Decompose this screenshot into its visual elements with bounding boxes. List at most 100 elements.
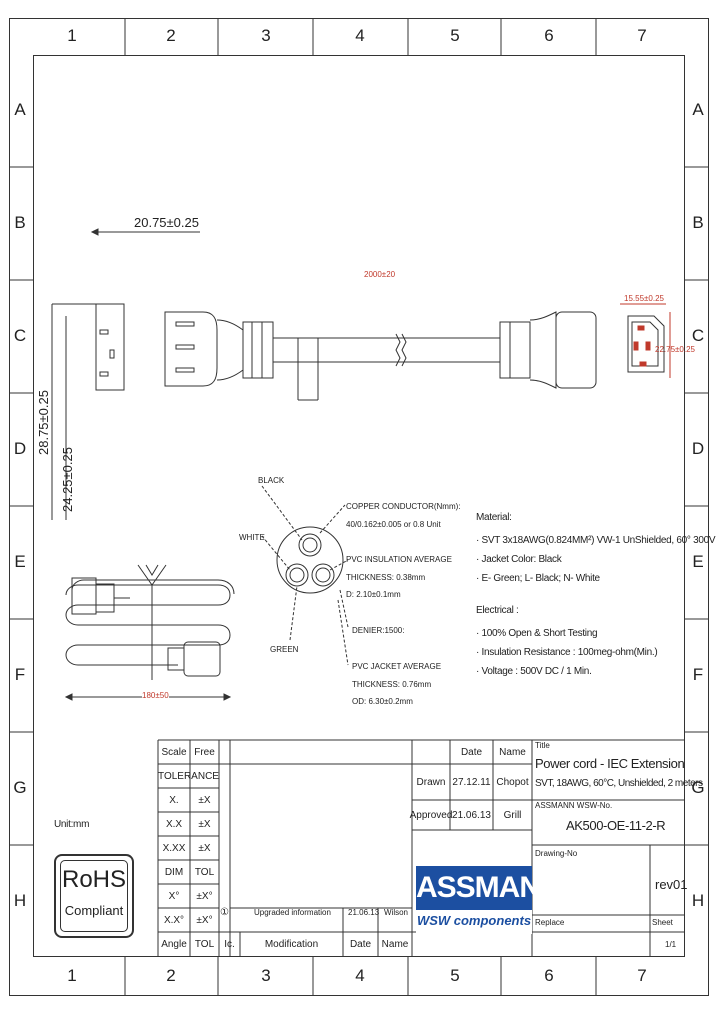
label-white: WHITE: [239, 533, 265, 542]
row-label-a: A: [14, 100, 26, 119]
revision-date: 21.06.13: [348, 908, 380, 917]
insulation-line-3: D: 2.10±0.1mm: [346, 590, 401, 599]
col-label-2: 2: [166, 26, 176, 45]
unit-label: Unit:mm: [54, 819, 90, 830]
tol-key-1: X.: [169, 794, 179, 806]
insulation-line-1: PVC INSULATION AVERAGE: [346, 555, 452, 564]
dim-coil-length: 180±50: [142, 691, 169, 700]
electrical-line-1: · 100% Open & Short Testing: [476, 628, 598, 639]
row-label-f-right: F: [692, 665, 704, 684]
tol-val-6: ±X°: [196, 914, 213, 926]
sheet-label: Sheet: [652, 918, 673, 927]
title-label: Title: [535, 741, 550, 750]
col-label-1: 1: [67, 26, 77, 45]
label-black: BLACK: [258, 476, 285, 485]
label-green: GREEN: [270, 645, 299, 654]
material-title: Material:: [476, 512, 512, 523]
revision-label: rev01: [655, 877, 688, 892]
col-label-4-bottom: 4: [355, 966, 365, 985]
col-date-header: Date: [349, 939, 372, 950]
approved-label: Approved: [409, 809, 453, 821]
dim-socket-width: 15.55±0.25: [624, 294, 664, 303]
rohs-text: RoHS: [62, 866, 127, 893]
rohs-badge: RoHS Compliant: [54, 854, 134, 938]
col-modification-header: Modification: [264, 939, 319, 950]
tol-key-4: DIM: [164, 866, 184, 878]
row-label-g-right: G: [691, 778, 705, 797]
part-number-label: ASSMANN WSW-No.: [535, 801, 613, 810]
col-label-3: 3: [261, 26, 271, 45]
part-number: AK500-OE-11-2-R: [566, 818, 666, 833]
jacket-line-1: PVC JACKET AVERAGE: [352, 662, 442, 671]
tol-key-3: X.XX: [162, 842, 186, 854]
row-label-c: C: [13, 326, 27, 345]
row-label-a-right: A: [692, 100, 704, 119]
approved-name: Grill: [503, 809, 522, 821]
row-label-g: G: [13, 778, 27, 797]
name-header: Name: [499, 746, 526, 758]
col-label-5: 5: [450, 26, 460, 45]
dim-socket-height: 22.75±0.25: [655, 345, 695, 354]
drawing-number-label: Drawing-No: [535, 849, 578, 858]
outer-frame: [9, 18, 709, 996]
drawn-label: Drawn: [416, 776, 446, 788]
sheet-number: 1/1: [665, 940, 677, 949]
row-label-d: D: [13, 439, 27, 458]
material-line-3: · E- Green; L- Black; N- White: [476, 573, 600, 584]
col-index-header: Ic.: [224, 939, 235, 950]
electrical-line-3: · Voltage : 500V DC / 1 Min.: [476, 666, 592, 677]
jacket-line-3: OD: 6.30±0.2mm: [352, 697, 413, 706]
inner-frame: [33, 55, 685, 957]
tol-key-2: X.X: [165, 818, 183, 830]
row-label-d-right: D: [691, 439, 705, 458]
col-label-7-bottom: 7: [637, 966, 647, 985]
conductor-line-2: 40/0.162±0.005 or 0.8 Unit: [346, 520, 441, 529]
denier-text: DENIER:1500:: [352, 626, 405, 635]
replace-label: Replace: [535, 918, 565, 927]
rohs-compliant-text: Compliant: [64, 903, 124, 918]
drawn-name: Chopot: [496, 776, 529, 788]
scale-label: Scale: [161, 746, 187, 758]
logo-brand: ASSMANN: [416, 866, 562, 910]
tol-val-1: ±X: [198, 794, 211, 806]
tol-val-7: TOL: [194, 939, 215, 950]
row-label-e-right: E: [692, 552, 704, 571]
col-label-3-bottom: 3: [261, 966, 271, 985]
col-label-1-bottom: 1: [67, 966, 77, 985]
assmann-logo: ASSMANN WSW components: [416, 866, 562, 934]
row-label-b-right: B: [692, 213, 704, 232]
tol-key-7: Angle: [161, 939, 187, 950]
revision-number: ①: [220, 906, 229, 918]
tol-val-2: ±X: [198, 818, 211, 830]
col-label-4: 4: [355, 26, 365, 45]
document-title: Power cord - IEC Extension: [535, 756, 685, 771]
logo-tagline: WSW components: [416, 913, 532, 928]
revision-text: Upgraded information: [254, 908, 331, 917]
approved-date: 21.06.13: [452, 809, 491, 821]
dim-plug-width: 20.75±0.25: [134, 215, 199, 230]
tol-val-4: TOL: [194, 866, 215, 878]
row-label-b: B: [14, 213, 26, 232]
revision-name: Wilson: [384, 908, 409, 917]
electrical-line-2: · Insulation Resistance : 100meg-ohm(Min…: [476, 647, 658, 658]
row-label-e: E: [14, 552, 26, 571]
date-header: Date: [460, 746, 483, 758]
tol-val-3: ±X: [198, 842, 211, 854]
document-subtitle: SVT, 18AWG, 60°C, Unshielded, 2 meters: [535, 778, 703, 789]
col-label-6: 6: [544, 26, 554, 45]
drawn-date: 27.12.11: [452, 776, 491, 788]
col-label-6-bottom: 6: [544, 966, 554, 985]
row-label-h: H: [13, 891, 27, 910]
tol-val-5: ±X°: [196, 890, 213, 902]
conductor-line-1: COPPER CONDUCTOR(Nmm):: [346, 502, 461, 511]
dim-cable-length: 2000±20: [364, 270, 396, 279]
col-label-5-bottom: 5: [450, 966, 460, 985]
insulation-line-2: THICKNESS: 0.38mm: [346, 573, 426, 582]
tol-key-5: X°: [168, 890, 180, 902]
row-label-h-right: H: [691, 891, 705, 910]
row-label-f: F: [14, 665, 26, 684]
col-name-header: Name: [381, 939, 409, 950]
